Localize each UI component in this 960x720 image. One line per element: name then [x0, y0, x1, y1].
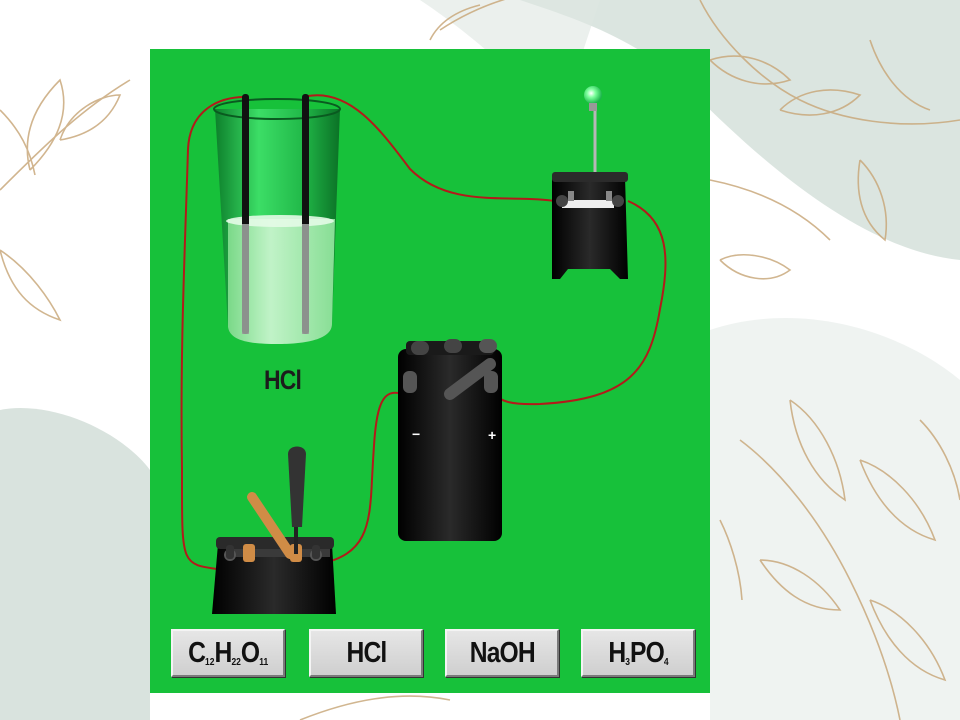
sucrose-button[interactable]: C12H22O11 — [171, 629, 285, 677]
phosphoric-acid-button[interactable]: H3PO4 — [581, 629, 695, 677]
battery-minus-sign: − — [412, 426, 420, 442]
battery-icon: − + — [398, 339, 502, 541]
battery-plus-sign: + — [488, 427, 496, 443]
light-bulb-icon — [552, 86, 628, 279]
knife-switch-icon[interactable] — [212, 446, 336, 615]
naoh-button-label: NaOH — [469, 636, 535, 669]
beaker-icon — [213, 94, 341, 344]
choice-buttons: C12H22O11 HCl NaOH H3PO4 — [150, 629, 710, 677]
hcl-button-label: HCl — [346, 636, 387, 669]
sucrose-button-label: C12H22O11 — [187, 636, 269, 669]
circuit-scene: − + — [180, 86, 667, 615]
phosphoric-acid-button-label: H3PO4 — [607, 636, 669, 669]
experiment-panel: − + HCl C12H22O11 HCl NaOH H3PO4 — [150, 49, 710, 693]
hcl-button[interactable]: HCl — [309, 629, 423, 677]
naoh-button[interactable]: NaOH — [445, 629, 559, 677]
wires — [180, 94, 667, 571]
solution-label: HCl — [264, 365, 302, 395]
